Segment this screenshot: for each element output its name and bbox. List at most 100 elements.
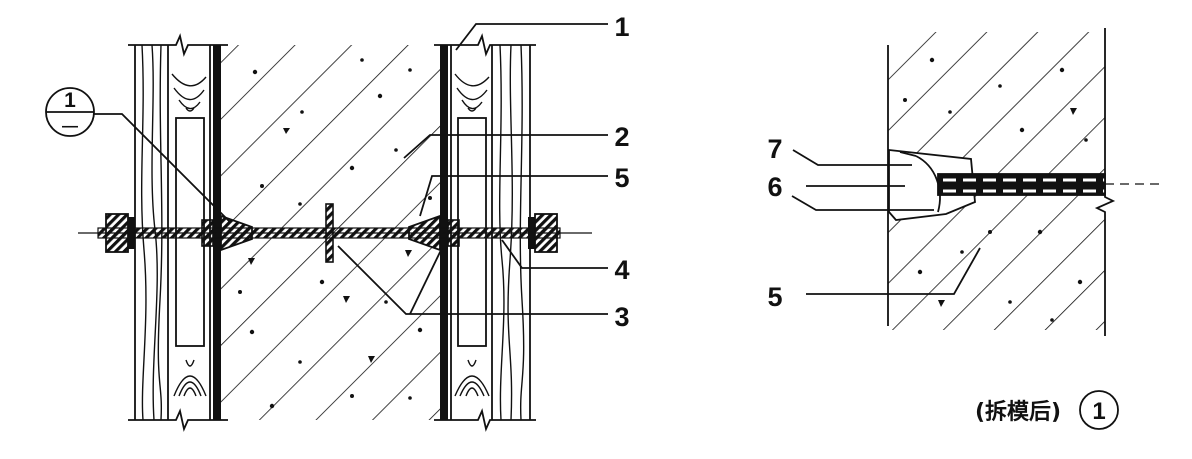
caption-text: (拆模后) xyxy=(975,400,1061,425)
inner-nut-left xyxy=(201,219,214,247)
wall-break-edge xyxy=(1094,28,1116,336)
aggregate-dot xyxy=(960,250,964,254)
aggregate-triangle xyxy=(248,258,255,265)
section-callout: 1 — xyxy=(45,87,231,223)
break-line-bottom xyxy=(128,408,228,432)
aggregate-dot xyxy=(917,269,923,275)
aggregate-dot xyxy=(903,98,907,102)
label-5: 5 xyxy=(614,163,629,193)
aggregate-dot xyxy=(350,394,354,398)
wood-grain xyxy=(157,44,163,421)
aggregate-dot xyxy=(1008,300,1012,304)
tie-bolt-assembly xyxy=(78,203,592,263)
leader-1 xyxy=(455,23,608,51)
aggregate-dot xyxy=(252,69,258,75)
leader-3-branch xyxy=(409,247,443,315)
water-stop-plate xyxy=(325,203,334,263)
label-1: 1 xyxy=(614,12,629,42)
cut-tie-rod xyxy=(937,173,1106,196)
aggregate-dot xyxy=(929,57,935,63)
aggregate-triangle xyxy=(938,300,945,307)
aggregate-dot xyxy=(394,148,398,152)
wood-grain xyxy=(140,44,147,421)
aggregate-dot xyxy=(384,300,388,304)
cone-left xyxy=(220,214,253,252)
aggregate-dot xyxy=(349,165,355,171)
aggregate-dot xyxy=(260,184,264,188)
right-detail: 7 6 5 (拆模后) 1 xyxy=(767,28,1160,430)
aggregate-triangle xyxy=(1070,108,1077,115)
section-callout-number: 1 xyxy=(64,89,76,112)
leader-7 xyxy=(792,149,912,166)
aggregate-dot xyxy=(319,279,325,285)
aggregate-dot xyxy=(988,230,992,234)
break-line-top xyxy=(128,33,228,57)
aggregate-dot xyxy=(428,196,432,200)
washer-right xyxy=(528,217,535,249)
aggregate-dot xyxy=(417,327,423,333)
label-6: 6 xyxy=(767,172,782,202)
recess-top-lip xyxy=(899,151,917,157)
stud-end-grain-bottom xyxy=(454,359,490,397)
leader-3 xyxy=(337,245,608,315)
break-line-top xyxy=(434,33,536,57)
aggregate-dot xyxy=(298,360,302,364)
washer-left xyxy=(128,217,135,249)
aggregate-triangle xyxy=(368,356,375,363)
aggregate-dot xyxy=(1050,318,1054,322)
section-callout-sheet: — xyxy=(62,118,78,135)
patch-mortar-recess xyxy=(888,148,976,221)
aggregate-dot xyxy=(249,329,255,335)
label-3: 3 xyxy=(614,302,629,332)
label-7: 7 xyxy=(767,134,782,164)
recess-inner-curve xyxy=(915,155,941,213)
wood-grain xyxy=(498,44,505,421)
leader-2 xyxy=(403,134,608,159)
left-detail: 1 — 1 2 5 4 3 xyxy=(45,12,630,432)
caption-mark-circle xyxy=(1079,390,1119,430)
aggregate-triangle xyxy=(283,128,290,134)
aggregate-dot xyxy=(1084,138,1088,142)
aggregate-dot xyxy=(998,84,1002,88)
aggregate-dots xyxy=(903,57,1088,322)
aggregate-dot xyxy=(948,110,952,114)
inner-nut-right xyxy=(447,219,460,247)
label-5-right: 5 xyxy=(767,282,782,312)
cone-right xyxy=(408,214,441,252)
label-2: 2 xyxy=(614,122,629,152)
leader-4 xyxy=(501,239,608,269)
label-4: 4 xyxy=(614,255,629,285)
aggregate-dot xyxy=(1059,67,1065,73)
break-line-bottom xyxy=(434,408,536,432)
aggregate-dot xyxy=(360,58,364,62)
aggregate-dots xyxy=(238,58,432,409)
outer-nut-right xyxy=(534,213,558,253)
aggregate-dot xyxy=(408,396,412,400)
aggregate-dot xyxy=(269,403,275,409)
leader-5 xyxy=(419,175,608,217)
caption-mark-number: 1 xyxy=(1092,398,1105,425)
leader-6 xyxy=(791,195,934,211)
wood-grain xyxy=(519,44,525,421)
aggregate-dot xyxy=(300,110,304,114)
aggregate-dot xyxy=(1077,279,1083,285)
aggregate-dot xyxy=(298,202,302,206)
detail-caption: (拆模后) 1 xyxy=(975,390,1119,430)
leader-5-right xyxy=(806,247,981,295)
aggregate-dot xyxy=(1037,229,1043,235)
right-callouts: 7 6 5 xyxy=(767,134,981,312)
aggregate-dot xyxy=(408,68,412,72)
aggregate-dot xyxy=(377,93,383,99)
stud-end-grain-top xyxy=(171,73,207,112)
stud-end-grain-bottom xyxy=(173,359,207,397)
section-callout-leader xyxy=(94,113,231,223)
aggregate-dot xyxy=(238,290,242,294)
stud-end-grain-top xyxy=(454,73,490,112)
aggregate-triangle xyxy=(405,250,412,257)
left-callouts: 1 2 5 4 3 xyxy=(337,12,630,332)
wood-grain xyxy=(507,44,513,421)
aggregate-triangle xyxy=(343,296,350,303)
aggregate-dot xyxy=(1019,127,1025,133)
outer-nut-left xyxy=(105,213,129,253)
